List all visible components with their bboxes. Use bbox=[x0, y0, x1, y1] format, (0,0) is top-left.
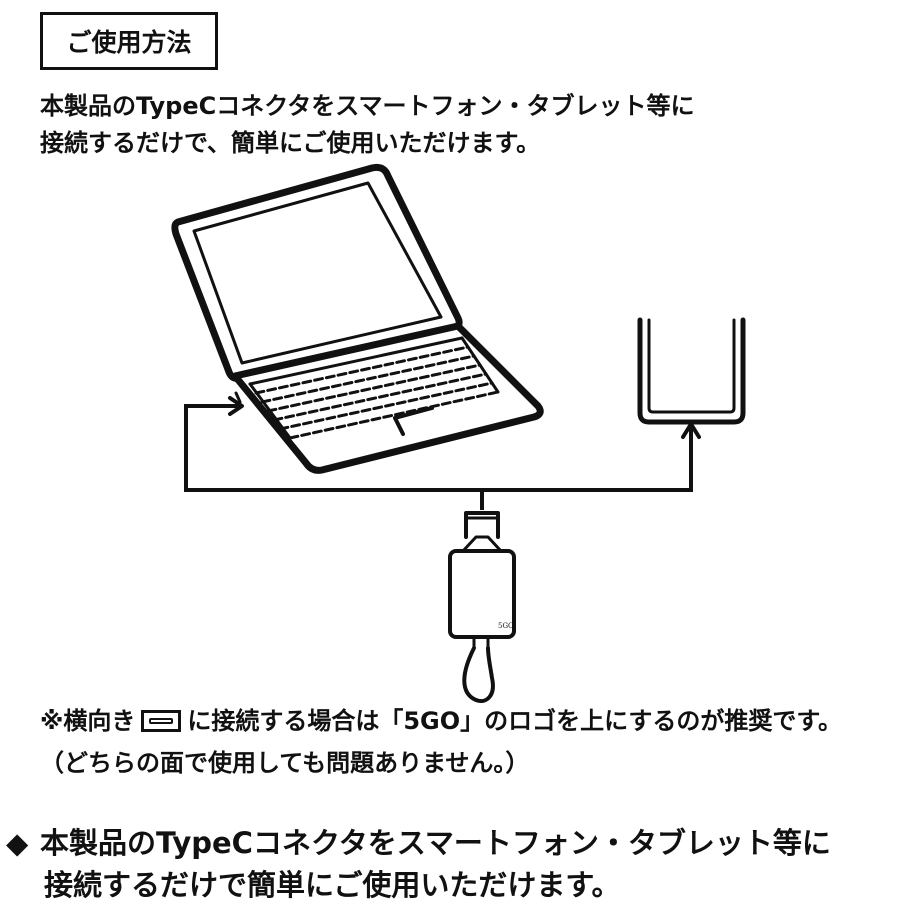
arrow-to-phone-icon bbox=[681, 422, 701, 439]
diamond-bullet-icon: ◆ bbox=[6, 826, 29, 860]
laptop-illustration bbox=[171, 163, 544, 474]
section-title: ご使用方法 bbox=[40, 12, 218, 70]
arrow-heads bbox=[228, 396, 701, 439]
intro-line-2: 接続するだけで、簡単にご使用いただけます。 bbox=[40, 129, 541, 157]
landscape-note: ※横向き に接続する場合は「5GO」のロゴを上にするのが推奨です。 （どちらの面で… bbox=[40, 700, 842, 784]
phone-illustration bbox=[637, 317, 746, 425]
footer-text: ◆ 本製品のTypeCコネクタをスマートフォン・タブレット等に 接続するだけで簡単… bbox=[6, 822, 831, 906]
note-prefix: ※横向き bbox=[40, 707, 136, 735]
horizontal-port-icon bbox=[141, 710, 182, 732]
intro-text: 本製品のTypeCコネクタをスマートフォン・タブレット等に 接続するだけで、簡単… bbox=[40, 88, 695, 162]
device-illustration bbox=[448, 511, 516, 703]
intro-line-1: 本製品のTypeCコネクタをスマートフォン・タブレット等に bbox=[40, 92, 695, 120]
connection-lines bbox=[184, 404, 693, 510]
note-line-2: （どちらの面で使用しても問題ありません。） bbox=[40, 749, 530, 777]
footer-line-1: 本製品のTypeCコネクタをスマートフォン・タブレット等に bbox=[40, 826, 831, 860]
device-logo: 5GO bbox=[498, 622, 514, 630]
footer-line-2: 接続するだけで簡単にご使用いただけます。 bbox=[44, 868, 621, 902]
arrow-to-laptop-icon bbox=[228, 396, 244, 416]
note-text: に接続する場合は「5GO」のロゴを上にするのが推奨です。 bbox=[187, 707, 842, 735]
